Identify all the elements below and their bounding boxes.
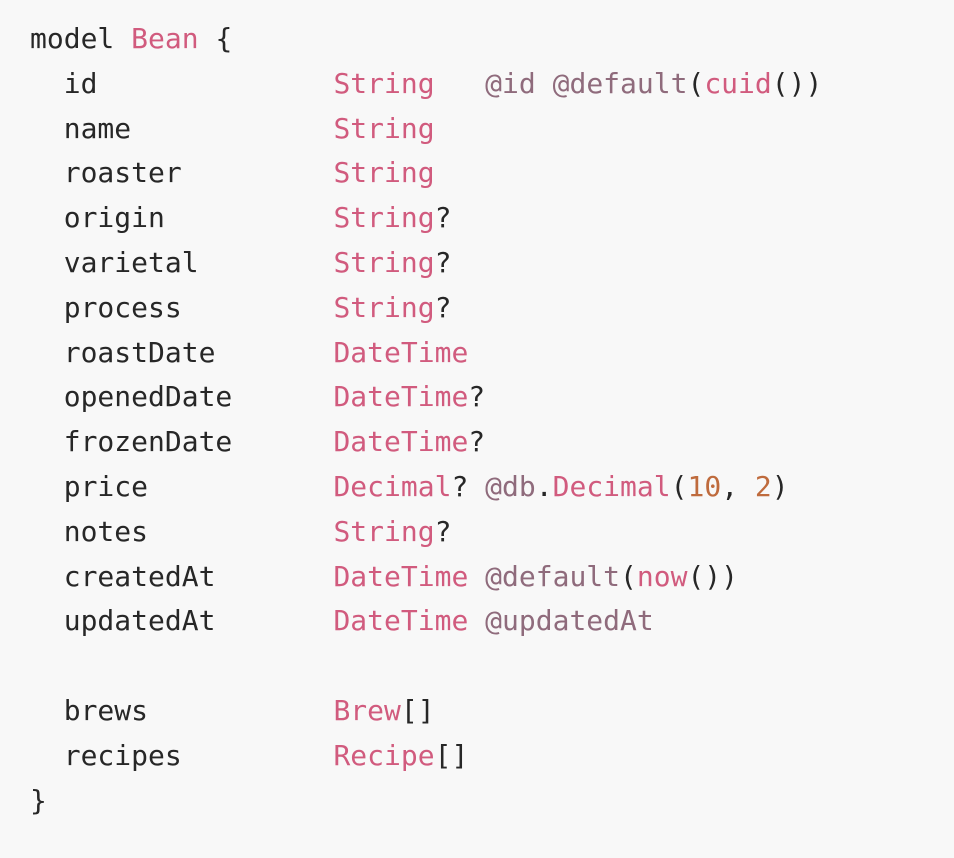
code-token-plain: [] [400,693,435,727]
code-token-attribute: @db [485,469,536,503]
code-token-type: String [333,111,435,145]
code-token-type: DateTime [333,425,469,459]
code-token-plain: createdAt [30,559,334,593]
code-token-plain [468,560,485,593]
code-token-plain: . [535,469,553,503]
code-token-plain: [] [434,738,469,772]
code-token-plain: ( [670,469,688,503]
code-token-type: DateTime [333,604,469,638]
code-token-type: String [333,514,435,548]
code-token-plain [468,604,485,637]
code-token-type: Decimal [333,469,452,503]
code-token-type: Brew [333,693,401,727]
code-token-plain: , [721,469,755,503]
code-token-plain: price [30,469,334,503]
code-token-plain [536,67,553,100]
code-token-plain: ? [434,245,452,279]
code-token-plain: process [30,290,334,324]
code-token-plain [435,67,486,100]
code-token-type: DateTime [333,335,469,369]
code-token-attribute: @updatedAt [485,604,654,638]
code-token-plain: frozenDate [30,425,334,459]
code-token-plain: ? [434,201,452,235]
code-token-plain: ( [687,66,705,100]
code-token-plain: model [30,22,132,55]
code-token-plain: brews [30,693,334,727]
code-token-plain: roaster [30,156,334,190]
code-token-type: Bean [131,22,199,55]
code-token-plain: ( [620,559,637,593]
code-token-type: String [333,201,435,235]
code-token-type: String [333,156,435,190]
code-token-attribute: @id [485,66,536,100]
code-token-plain: recipes [30,738,334,772]
code-token-plain: ? [434,514,452,548]
code-token-plain: notes [30,514,334,548]
code-token-type: now [636,559,688,593]
code-token-plain: ? [434,290,452,324]
code-token-plain: varietal [30,245,334,279]
code-token-attribute: @default [485,559,621,593]
code-token-number: 10 [687,469,722,503]
code-token-type: DateTime [333,380,469,414]
code-token-type: String [333,66,435,100]
code-token-plain: roastDate [30,335,334,369]
code-token-plain: updatedAt [30,604,334,638]
code-token-type: Decimal [552,469,671,503]
code-token-type: DateTime [333,559,469,593]
code-token-number: 2 [754,469,772,503]
code-token-type: Recipe [333,738,435,772]
code-token-type: String [333,290,435,324]
code-token-plain: origin [30,201,334,235]
code-token-type: cuid [704,66,772,100]
code-token-plain: ? [451,469,486,503]
code-token-plain: ()) [771,66,823,100]
code-token-plain: id [30,66,334,100]
code-token-plain: name [30,111,334,145]
code-token-plain: ) [771,469,789,503]
code-token-plain: } [30,783,47,817]
code-token-attribute: @default [552,66,688,100]
code-token-type: String [333,245,435,279]
code-token-plain: ()) [687,559,739,593]
code-token-plain: ? [468,425,486,459]
code-token-plain: openedDate [30,380,334,414]
code-token-plain: ? [468,380,486,414]
code-token-plain: { [198,22,233,55]
